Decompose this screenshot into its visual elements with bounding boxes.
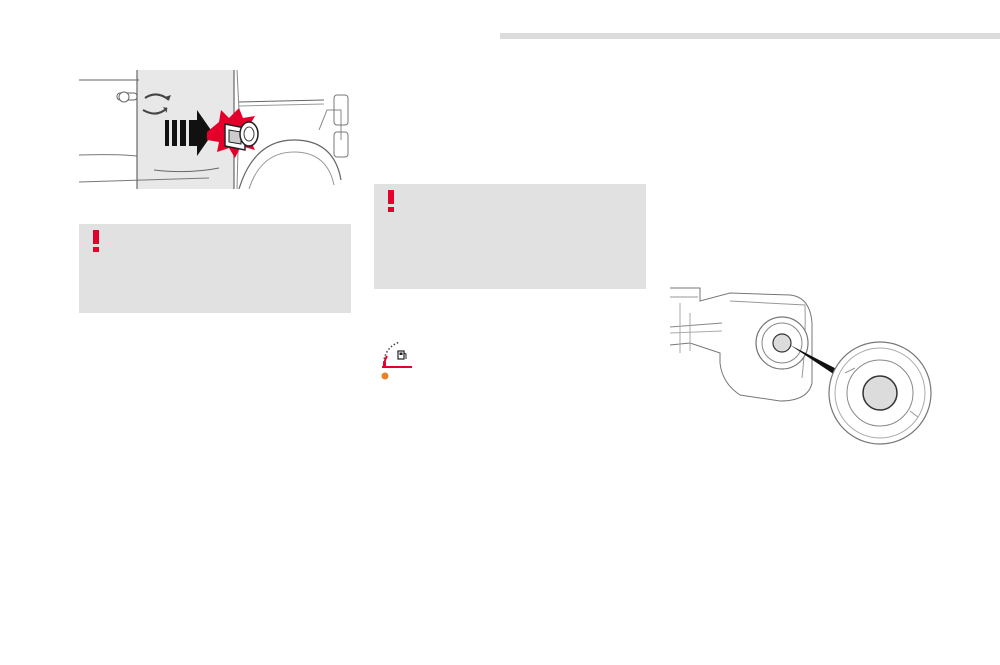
section-header-bar [500, 33, 1000, 39]
warning-box [374, 184, 646, 289]
fuel-flap-opening-illustration [79, 70, 351, 189]
exclamation-icon [93, 230, 99, 252]
fuel-filler-cap-illustration [670, 283, 935, 446]
warning-box [79, 224, 351, 313]
fuel-gauge-low-icon [378, 336, 418, 382]
exclamation-icon [388, 190, 394, 212]
fuel-filler-cap-icon [670, 287, 932, 445]
car-side-fuel-flap-icon [79, 70, 349, 189]
